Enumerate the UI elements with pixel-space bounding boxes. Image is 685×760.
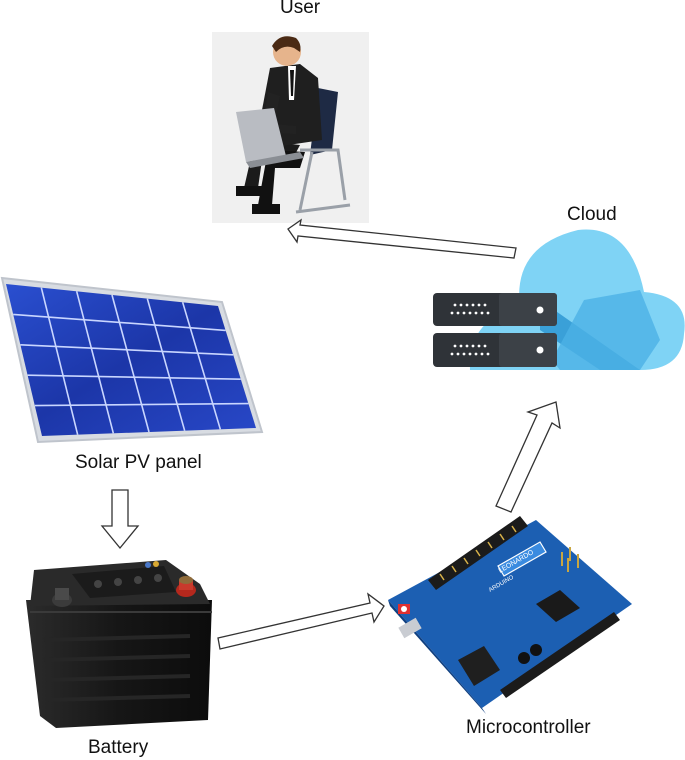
- cloud-label: Cloud: [567, 204, 617, 225]
- car-battery-icon: [26, 560, 212, 728]
- panel-grid-line: [181, 302, 222, 430]
- arrow-cloud-to-user: [287, 218, 517, 259]
- user-icon: [212, 32, 369, 223]
- microcontroller-label: Microcontroller: [466, 717, 591, 738]
- solar-panel-icon: [0, 276, 264, 444]
- battery-label: Battery: [88, 737, 149, 758]
- panel-grid-line: [34, 402, 249, 407]
- panel-grid-line: [40, 287, 79, 435]
- user-label: User: [280, 0, 321, 18]
- cloud-server-icon: [433, 229, 685, 370]
- panel-grid-line: [13, 313, 226, 332]
- panel-grid-line: [75, 291, 115, 434]
- arrow-microcontroller-to-cloud: [495, 401, 561, 513]
- panel-grid-line: [146, 298, 186, 431]
- arrow-solar-to-battery: [100, 489, 140, 550]
- panel-grid-line: [20, 344, 234, 356]
- panel-grid-line: [27, 374, 241, 380]
- arduino-board-icon: LEONARDO ARDUINO: [388, 516, 632, 714]
- panel-grid-line: [111, 294, 150, 433]
- solar-panel-label: Solar PV panel: [75, 452, 202, 473]
- arrow-battery-to-microcontroller: [217, 592, 385, 650]
